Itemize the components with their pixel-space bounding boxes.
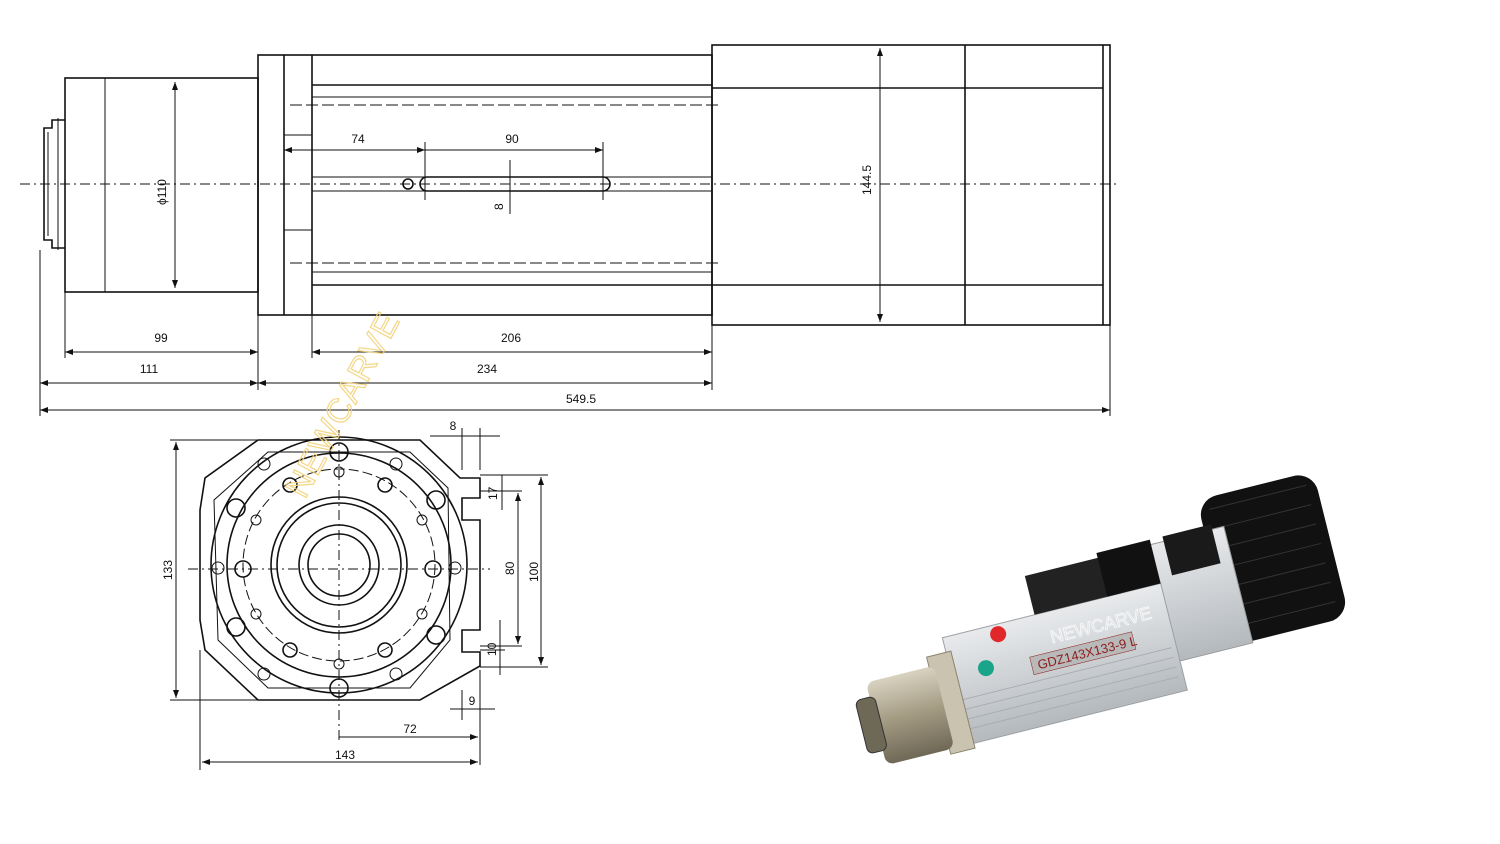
bolt-holes <box>211 442 462 698</box>
dim-9: 9 <box>469 694 476 708</box>
side-view: 74 90 8 ϕ110 144.5 99 206 111 234 549.5 <box>20 44 1120 416</box>
dim-99: 99 <box>154 331 168 345</box>
dim-206: 206 <box>501 331 521 345</box>
front-dimensions: 133 8 17 80 100 10 9 72 143 <box>161 419 548 770</box>
housing-outline <box>199 439 481 701</box>
dim-111: 111 <box>140 362 159 376</box>
spindle-nose-photo <box>867 667 953 764</box>
dim-234: 234 <box>477 362 497 376</box>
spindle-photo: GDZ143X133-9 L NEWCARVE <box>855 475 1346 764</box>
front-view: 133 8 17 80 100 10 9 72 143 <box>161 419 548 770</box>
dim-90: 90 <box>505 132 519 146</box>
main-body <box>257 54 720 316</box>
dim-143: 143 <box>335 748 355 762</box>
dim-72: 72 <box>403 722 417 736</box>
dim-slot-width: 8 <box>492 203 506 210</box>
spindle-nose <box>43 118 65 250</box>
dim-diameter-110: ϕ110 <box>155 179 169 205</box>
dim-8: 8 <box>450 419 457 433</box>
dim-133: 133 <box>161 560 175 580</box>
dim-80: 80 <box>503 561 517 575</box>
dim-144-5: 144.5 <box>860 165 874 195</box>
connector-box <box>1024 554 1122 615</box>
dim-17: 17 <box>486 486 500 500</box>
dim-549-5: 549.5 <box>566 392 596 406</box>
motor-section <box>711 44 1111 326</box>
slot <box>419 176 611 192</box>
dim-100: 100 <box>527 562 541 582</box>
side-dimensions: 74 90 8 ϕ110 144.5 99 206 111 234 549.5 <box>39 48 1111 416</box>
dim-10: 10 <box>485 642 499 656</box>
dim-74: 74 <box>351 132 365 146</box>
